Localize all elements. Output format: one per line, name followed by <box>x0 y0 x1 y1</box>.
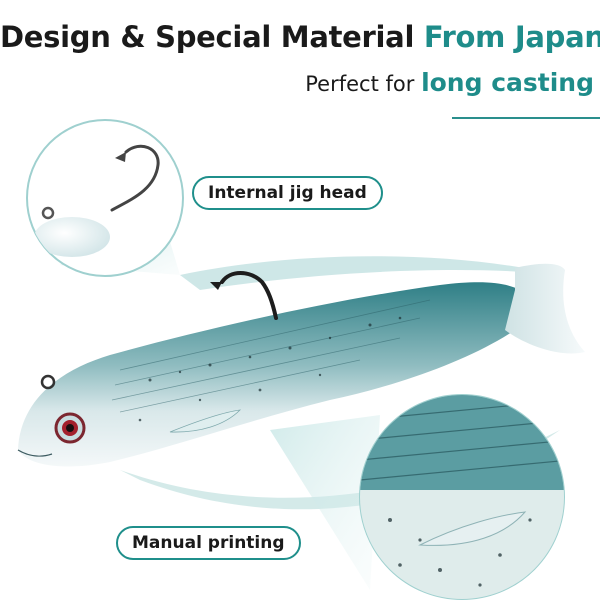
pectoral-fin <box>169 409 242 433</box>
subtitle-underline <box>452 117 600 119</box>
body-hook <box>220 271 278 320</box>
line-eye <box>40 374 56 390</box>
subtitle-main: Perfect for <box>305 72 415 96</box>
label-internal-jig-head: Internal jig head <box>192 176 383 210</box>
scale-pattern <box>111 299 431 413</box>
label-manual-printing: Manual printing <box>116 526 301 560</box>
beam-bottom <box>270 415 380 590</box>
lure-tail <box>505 263 585 354</box>
speckles <box>138 316 402 422</box>
title-accent: From Japan <box>423 20 600 54</box>
title-main: Design & Special Material <box>0 20 415 54</box>
page-title: Design & Special Material From Japan <box>0 20 600 54</box>
subtitle: Perfect for long casting <box>305 68 594 97</box>
subtitle-accent: long casting <box>421 68 594 97</box>
lure-body <box>18 282 520 467</box>
swoosh-band <box>180 256 560 290</box>
